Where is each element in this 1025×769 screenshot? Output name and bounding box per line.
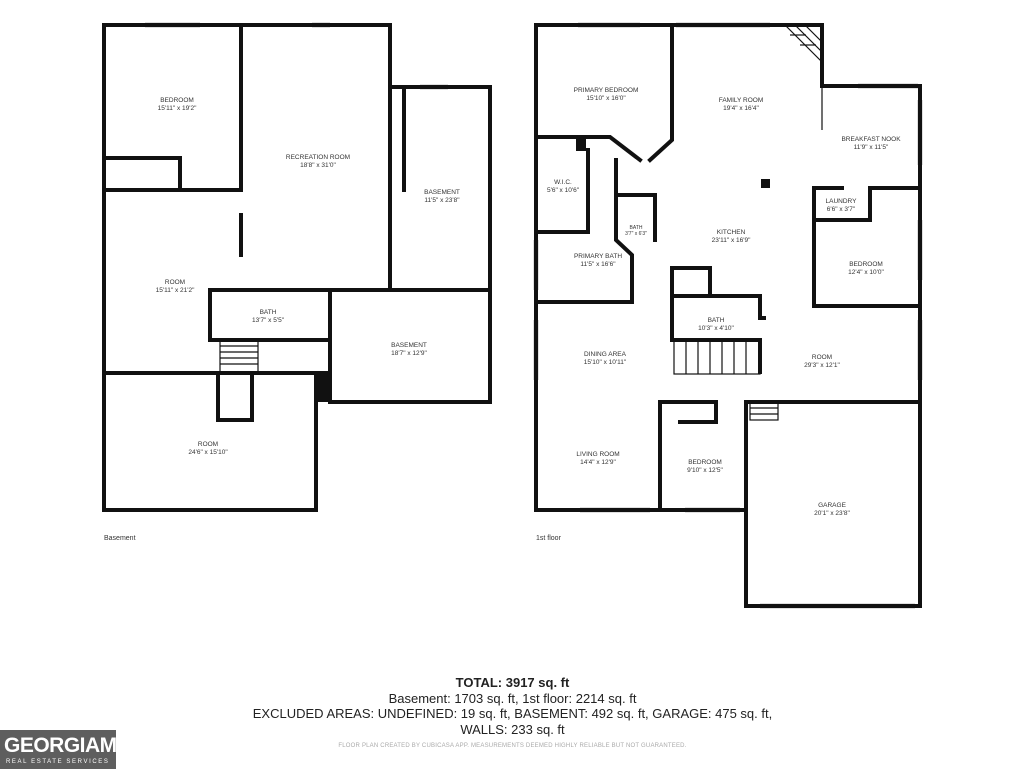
corner-detail: [784, 24, 823, 63]
room-name: KITCHEN: [717, 229, 746, 236]
basement-plan: [102, 22, 492, 512]
room-name: BATH: [708, 317, 725, 324]
room-name: BREAKFAST NOOK: [841, 136, 901, 143]
georgia-mls-logo: GEORGIAMLS REAL ESTATE SERVICES: [0, 730, 143, 769]
room-name: ROOM: [812, 354, 832, 361]
room-name: BEDROOM: [688, 459, 722, 466]
room-size: 12'4" x 10'0": [848, 269, 884, 276]
room-name: FAMILY ROOM: [719, 97, 764, 104]
room-name: ROOM: [165, 279, 185, 286]
room-name: BATH: [630, 225, 643, 231]
room-name: LAUNDRY: [826, 198, 858, 205]
logo-subtext: REAL ESTATE SERVICES: [6, 759, 110, 765]
walls-area: WALLS: 233 sq. ft: [460, 721, 565, 737]
room-size: 15'11" x 19'2": [158, 105, 197, 112]
room-name: LIVING ROOM: [576, 451, 619, 458]
room-size: 11'5" x 16'6": [580, 261, 616, 268]
room-name: W.I.C.: [554, 179, 572, 186]
first-floor-stairs: [673, 339, 779, 421]
room-size: 11'9" x 11'5": [854, 144, 889, 151]
room-name: BASEMENT: [391, 342, 427, 349]
floor-name-basement: Basement: [104, 535, 136, 542]
room-size: 5'6" x 10'6": [547, 187, 580, 194]
room-name: PRIMARY BEDROOM: [574, 87, 639, 94]
room-size: 24'6" x 15'10": [188, 449, 228, 456]
room-size: 29'3" x 12'1": [804, 362, 840, 369]
room-size: 18'7" x 12'9": [391, 350, 427, 357]
room-size: 18'8" x 31'0": [300, 162, 336, 169]
excluded-areas: EXCLUDED AREAS: UNDEFINED: 19 sq. ft, BA…: [252, 706, 773, 721]
room-size: 20'1" x 23'8": [814, 510, 850, 517]
room-size: 6'6" x 3'7": [827, 206, 856, 213]
room-size: 13'7" x 5'5": [252, 317, 285, 324]
floor-areas: Basement: 1703 sq. ft, 1st floor: 2214 s…: [388, 690, 637, 706]
room-name: BASEMENT: [424, 189, 460, 196]
room-size: 14'4" x 12'9": [580, 459, 616, 466]
room-name: BEDROOM: [160, 97, 194, 104]
room-name: PRIMARY BATH: [574, 253, 622, 260]
room-size: 11'5" x 23'8": [424, 197, 460, 204]
disclaimer: FLOOR PLAN CREATED BY CUBICASA APP. MEAS…: [338, 743, 687, 749]
logo-text: GEORGIAMLS: [4, 734, 143, 757]
room-size: 15'10" x 16'0": [586, 95, 626, 102]
room-size: 9'10" x 12'5": [687, 467, 723, 474]
total-area: TOTAL: 3917 sq. ft: [455, 675, 570, 690]
room-size: 23'11" x 16'9": [712, 237, 751, 244]
room-size: 19'4" x 16'4": [723, 105, 759, 112]
room-size: 3'7" x 6'3": [625, 231, 647, 237]
room-size: 15'10" x 10'11": [584, 359, 627, 366]
floor-name-first: 1st floor: [536, 535, 562, 542]
room-name: BATH: [260, 309, 277, 316]
room-size: 10'3" x 4'10": [698, 325, 734, 332]
room-name: DINING AREA: [584, 351, 627, 358]
room-name: GARAGE: [818, 502, 846, 509]
first-floor-plan: [533, 22, 923, 609]
room-name: ROOM: [198, 441, 218, 448]
room-name: BEDROOM: [849, 261, 883, 268]
room-name: RECREATION ROOM: [286, 154, 350, 161]
room-size: 15'11" x 21'2": [156, 287, 195, 294]
basement-stairs: [219, 339, 259, 374]
area-totals: TOTAL: 3917 sq. ft Basement: 1703 sq. ft…: [0, 675, 1025, 737]
